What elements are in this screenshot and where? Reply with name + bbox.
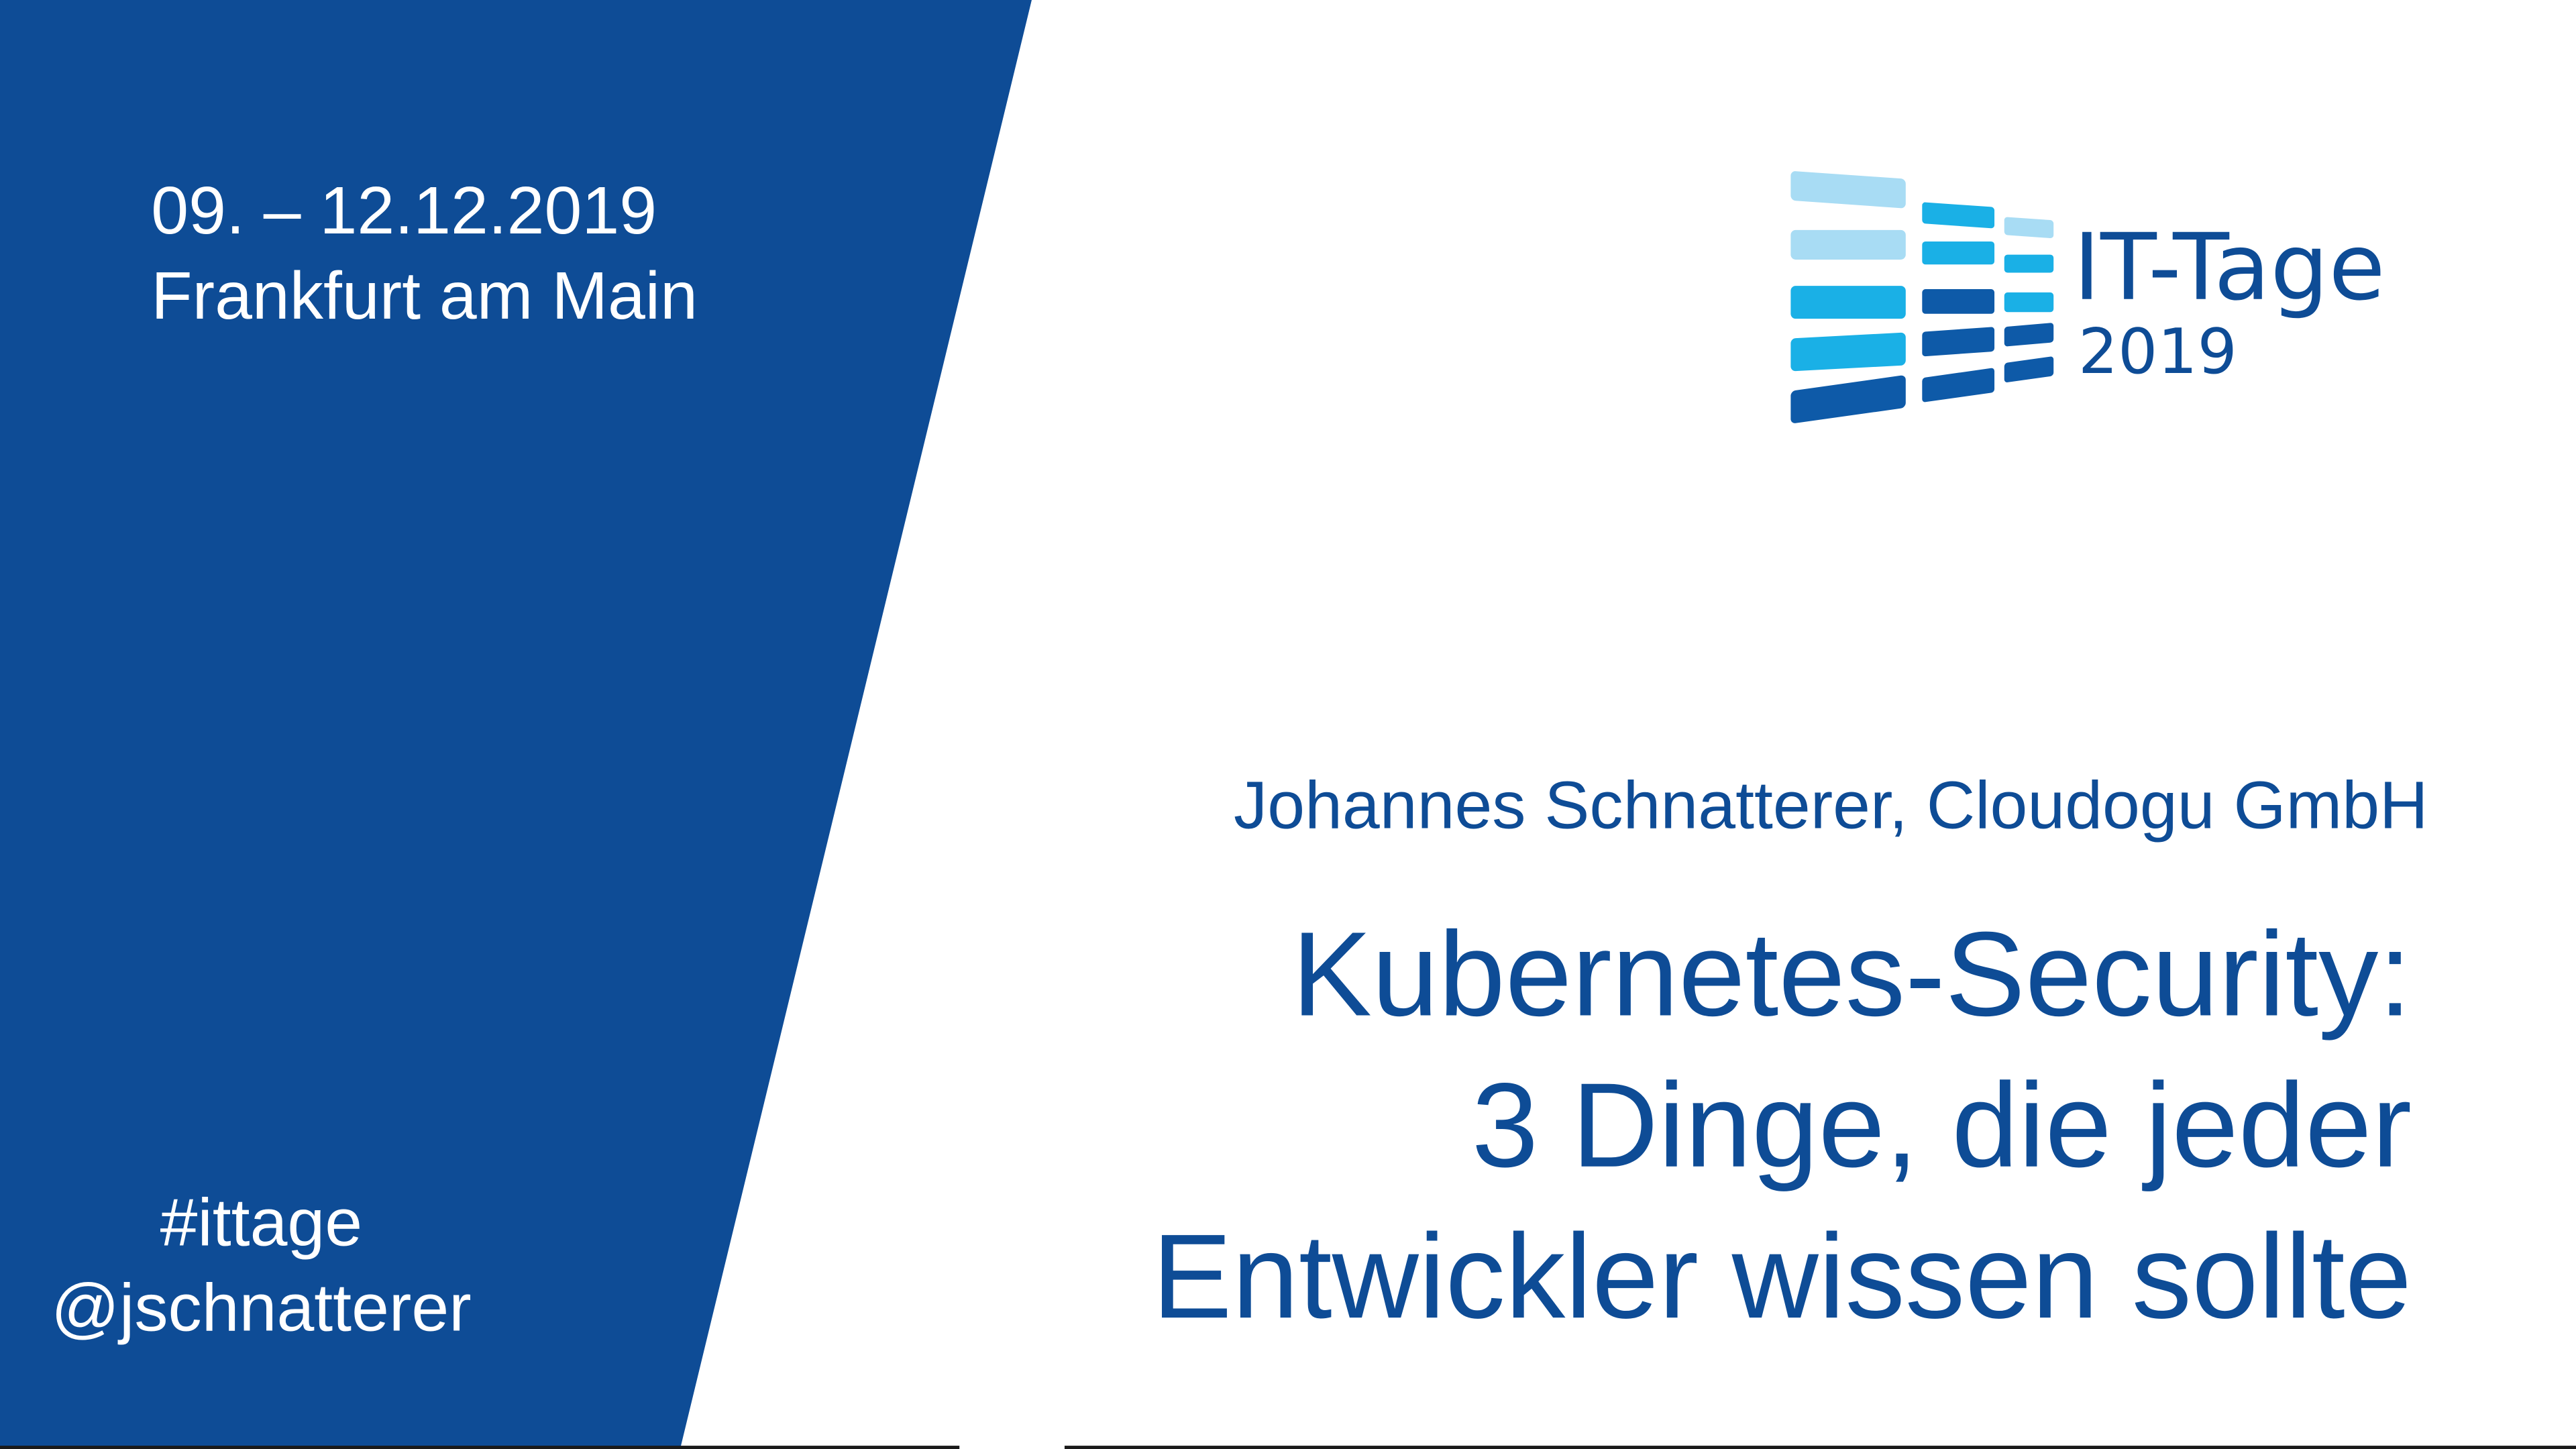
speaker-name: Johannes Schnatterer, Cloudogu GmbH bbox=[1234, 767, 2428, 843]
talk-title-line-2: 3 Dinge, die jeder bbox=[1471, 1059, 2412, 1193]
logo-text: IT-Tage 2019 bbox=[2073, 215, 2385, 388]
social-info: #ittage @jschnatterer bbox=[0, 1179, 523, 1350]
equalizer-logo-icon bbox=[1790, 171, 2054, 423]
talk-title-line-1: Kubernetes-Security: bbox=[1291, 908, 2412, 1042]
event-location: Frankfurt am Main bbox=[151, 258, 698, 334]
hashtag: #ittage bbox=[160, 1184, 363, 1260]
talk-title: Kubernetes-Security: 3 Dinge, die jeder … bbox=[933, 900, 2412, 1354]
event-dates: 09. – 12.12.2019 bbox=[151, 172, 657, 248]
bottom-divider-left bbox=[0, 1446, 960, 1449]
talk-title-line-3: Entwickler wissen sollte bbox=[1152, 1210, 2412, 1344]
twitter-handle: @jschnatterer bbox=[51, 1270, 472, 1346]
it-tage-logo bbox=[1787, 164, 2445, 443]
logo-year: 2019 bbox=[2078, 315, 2237, 388]
event-info: 09. – 12.12.2019 Frankfurt am Main bbox=[151, 168, 698, 339]
logo-title: IT-Tage bbox=[2073, 215, 2385, 323]
bottom-divider-right bbox=[1064, 1446, 2576, 1449]
